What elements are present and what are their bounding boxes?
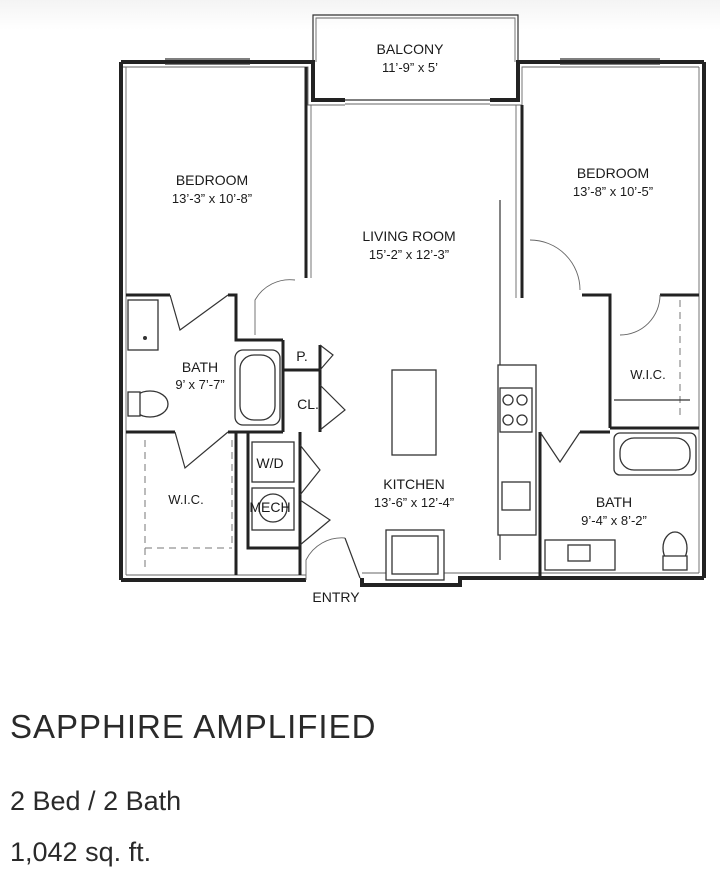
plan-beds-baths: 2 Bed / 2 Bath: [10, 786, 182, 816]
right-wic-walls: [610, 300, 699, 430]
entry-door: [305, 537, 361, 580]
balcony-area: [312, 14, 519, 105]
kitchen-label: KITCHEN: [383, 476, 444, 492]
balcony-dims: 11’-9” x 5’: [382, 60, 438, 75]
laundry-label: W/D: [256, 455, 283, 471]
plan-area: 1,042 sq. ft.: [10, 837, 152, 867]
bedroom-left-dims: 13’-3” x 10’-8”: [172, 191, 252, 206]
room-labels: BALCONY 11’-9” x 5’ BEDROOM 13’-3” x 10’…: [168, 41, 665, 605]
wic-left-label: W.I.C.: [168, 492, 203, 507]
living-room-label: LIVING ROOM: [362, 228, 455, 244]
floor-plan: BALCONY 11’-9” x 5’ BEDROOM 13’-3” x 10’…: [0, 0, 720, 640]
bath-left-label: BATH: [182, 359, 218, 375]
wic-right-label: W.I.C.: [630, 367, 665, 382]
bedroom-right-label: BEDROOM: [577, 165, 649, 181]
closet-label: CL.: [297, 396, 319, 412]
windows: [165, 58, 660, 65]
right-bedroom-walls: [515, 105, 699, 428]
kitchen-fixtures: [385, 200, 537, 581]
bath-right-label: BATH: [596, 494, 632, 510]
utility-walls: [246, 340, 346, 575]
pantry-label: P.: [296, 348, 307, 364]
balcony-label: BALCONY: [377, 41, 445, 57]
kitchen-dims: 13’-6” x 12’-4”: [374, 495, 454, 510]
right-bath-fixtures: [538, 430, 697, 578]
exterior-walls: [119, 60, 706, 587]
living-room-dims: 15’-2” x 12’-3”: [369, 247, 449, 262]
left-bath-fixtures: [126, 299, 283, 470]
entry-label: ENTRY: [312, 589, 360, 605]
bedroom-right-dims: 13’-8” x 10’-5”: [573, 184, 653, 199]
mech-label: MECH: [249, 499, 290, 515]
left-bedroom-walls: [126, 67, 312, 342]
floor-plan-drawing: BALCONY 11’-9” x 5’ BEDROOM 13’-3” x 10’…: [119, 14, 706, 605]
plan-name: SAPPHIRE AMPLIFIED: [10, 708, 377, 745]
bath-right-dims: 9’-4” x 8’-2”: [581, 513, 647, 528]
bedroom-left-label: BEDROOM: [176, 172, 248, 188]
left-wic-walls: [144, 432, 238, 575]
bath-left-dims: 9’ x 7’-7”: [175, 377, 224, 392]
